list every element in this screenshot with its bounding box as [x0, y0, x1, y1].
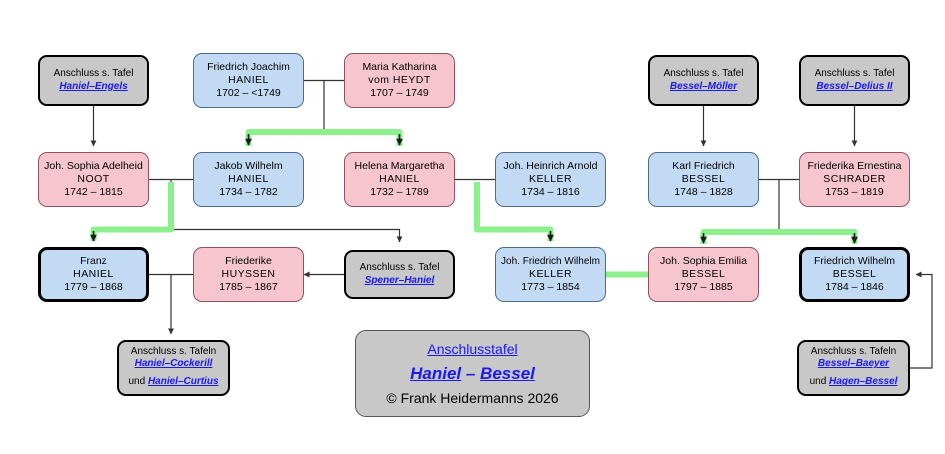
node-link[interactable]: Spener–Haniel [364, 274, 435, 286]
surname: HUYSSEN [221, 268, 276, 281]
surname: BESSEL [832, 268, 877, 281]
legend-line-2: Haniel – Bessel [410, 364, 535, 384]
life-dates: 1797 – 1885 [674, 280, 733, 293]
surname: SCHRADER [823, 173, 886, 186]
given-name: Friedrich Joachim [207, 61, 290, 74]
given-name: Joh. Sophia Emilia [660, 255, 747, 268]
given-name: Jakob Wilhelm [214, 160, 283, 173]
legend-family-right: Bessel [480, 364, 535, 383]
life-dates: 1753 – 1819 [825, 185, 884, 198]
conjunction: und [128, 376, 148, 388]
node-joh-sophia-emilia-bessel[interactable]: Joh. Sophia Emilia BESSEL 1797 – 1885 [648, 247, 759, 302]
surname: KELLER [529, 267, 572, 280]
legend-copyright: © Frank Heidermanns 2026 [386, 390, 559, 406]
node-link[interactable]: Bessel–Möller [669, 80, 738, 92]
node-title: Anschluss s. Tafel [814, 68, 895, 80]
surname: BESSEL [681, 268, 726, 281]
given-name: Helena Margaretha [354, 160, 445, 173]
node-ref-bessel-moeller[interactable]: Anschluss s. Tafel Bessel–Möller [648, 55, 759, 106]
node-title: Anschluss s. Tafeln [130, 346, 217, 358]
node-joh-sophia-adelheid-noot[interactable]: Joh. Sophia Adelheid NOOT 1742 – 1815 [38, 152, 149, 207]
life-dates: 1779 – 1868 [64, 280, 123, 293]
node-joh-heinrich-arnold-keller[interactable]: Joh. Heinrich Arnold KELLER 1734 – 1816 [495, 152, 606, 207]
surname: HANIEL [228, 74, 269, 87]
node-link-2-wrap: und Haniel–Curtius [128, 370, 218, 390]
given-name: Friedrich Wilhelm [813, 255, 896, 268]
node-friederika-ernestina-schrader[interactable]: Friederika Ernestina SCHRADER 1753 – 181… [799, 152, 910, 207]
surname: HANIEL [73, 268, 114, 281]
node-helena-margaretha-haniel[interactable]: Helena Margaretha HANIEL 1732 – 1789 [344, 152, 455, 207]
legend-line-1: Anschlusstafel [427, 341, 518, 357]
node-jakob-wilhelm-haniel[interactable]: Jakob Wilhelm HANIEL 1734 – 1782 [193, 152, 304, 207]
given-name: Joh. Sophia Adelheid [44, 160, 143, 173]
node-ref-haniel-engels[interactable]: Anschluss s. Tafel Haniel–Engels [38, 55, 149, 106]
green-descent-gen1 [245, 129, 403, 139]
given-name: Joh. Friedrich Wilhelm [501, 255, 600, 267]
node-friederike-huyssen[interactable]: Friederike HUYSSEN 1785 – 1867 [193, 247, 304, 302]
surname: vom HEYDT [368, 74, 431, 87]
life-dates: 1784 – 1846 [825, 280, 884, 293]
life-dates: 1732 – 1789 [370, 185, 429, 198]
given-name: Franz [80, 255, 107, 268]
conjunction: und [809, 376, 830, 388]
node-ref-bessel-baeyer-hagen[interactable]: Anschluss s. Tafeln Bessel–Baeyer und Ha… [797, 340, 910, 396]
life-dates: 1742 – 1815 [64, 185, 123, 198]
node-link[interactable]: Bessel–Delius II [816, 80, 893, 92]
node-title: Anschluss s. Tafeln [810, 346, 897, 358]
green-descent-bessel-children [700, 229, 858, 239]
link-baeyer-to-fwbessel [910, 271, 933, 369]
node-joh-friedrich-wilhelm-keller[interactable]: Joh. Friedrich Wilhelm KELLER 1773 – 185… [495, 247, 606, 302]
life-dates: 1748 – 1828 [674, 185, 733, 198]
life-dates: 1785 – 1867 [219, 280, 278, 293]
node-karl-friedrich-bessel[interactable]: Karl Friedrich BESSEL 1748 – 1828 [648, 152, 759, 207]
node-link-2-wrap: und Hagen–Bessel [810, 370, 898, 390]
given-name: Maria Katharina [362, 61, 437, 74]
life-dates: 1734 – 1782 [219, 185, 278, 198]
node-franz-haniel[interactable]: Franz HANIEL 1779 – 1868 [38, 247, 149, 302]
node-link-2[interactable]: Hagen–Bessel [829, 376, 898, 388]
given-name: Friederike [225, 255, 272, 268]
node-title: Anschluss s. Tafel [53, 68, 134, 80]
life-dates: 1734 – 1816 [521, 185, 580, 198]
node-link[interactable]: Haniel–Engels [59, 80, 128, 92]
node-ref-bessel-delius-ii[interactable]: Anschluss s. Tafel Bessel–Delius II [799, 55, 910, 106]
node-friedrich-wilhelm-bessel[interactable]: Friedrich Wilhelm BESSEL 1784 – 1846 [799, 247, 910, 302]
node-link-1[interactable]: Haniel–Cockerill [134, 358, 213, 370]
given-name: Friederika Ernestina [807, 160, 902, 173]
given-name: Joh. Heinrich Arnold [503, 160, 598, 173]
surname: BESSEL [681, 173, 726, 186]
chart-title-legend: Anschlusstafel Haniel – Bessel © Frank H… [355, 330, 590, 417]
legend-dash: – [461, 364, 481, 383]
node-link-1[interactable]: Bessel–Baeyer [817, 358, 890, 370]
node-ref-haniel-cockerill-curtius[interactable]: Anschluss s. Tafeln Haniel–Cockerill und… [117, 340, 230, 396]
node-maria-katharina-vom-heydt[interactable]: Maria Katharina vom HEYDT 1707 – 1749 [344, 53, 455, 108]
given-name: Karl Friedrich [672, 160, 735, 173]
surname: HANIEL [379, 173, 420, 186]
legend-family-left: Haniel [410, 364, 462, 383]
node-title: Anschluss s. Tafel [359, 262, 440, 274]
surname: HANIEL [228, 173, 269, 186]
node-ref-spener-haniel[interactable]: Anschluss s. Tafel Spener–Haniel [344, 250, 455, 299]
surname: NOOT [77, 173, 110, 186]
node-title: Anschluss s. Tafel [663, 68, 744, 80]
life-dates: 1707 – 1749 [370, 86, 429, 99]
life-dates: 1773 – 1854 [521, 280, 580, 293]
node-friedrich-joachim-haniel[interactable]: Friedrich Joachim HANIEL 1702 – <1749 [193, 53, 304, 108]
life-dates: 1702 – <1749 [216, 86, 281, 99]
surname: KELLER [529, 173, 572, 186]
node-link-2[interactable]: Haniel–Curtius [147, 376, 219, 388]
